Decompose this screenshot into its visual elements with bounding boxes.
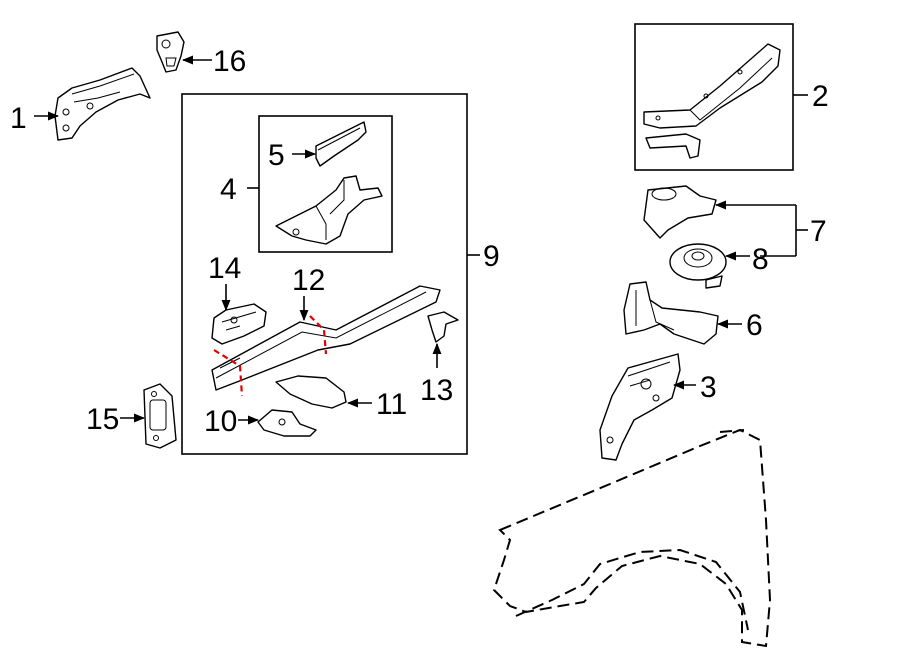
group-9-box bbox=[181, 93, 468, 455]
callout-2: 2 bbox=[812, 80, 829, 113]
callout-14: 14 bbox=[208, 252, 241, 285]
callout-8: 8 bbox=[752, 243, 769, 276]
part-6-apron bbox=[623, 281, 719, 345]
part-13-clip bbox=[427, 311, 459, 343]
callout-10: 10 bbox=[204, 405, 237, 438]
part-9-frame-rail bbox=[211, 285, 441, 391]
callout-16: 16 bbox=[213, 45, 246, 78]
callout-4: 4 bbox=[220, 173, 237, 206]
part-7-strut-tower bbox=[643, 185, 717, 239]
part-2-rail-section bbox=[643, 43, 781, 159]
part-16-bracket bbox=[156, 31, 185, 73]
callout-5: 5 bbox=[268, 139, 285, 172]
part-4-reinforcement bbox=[275, 175, 383, 245]
group-2-box bbox=[634, 23, 794, 171]
part-3-wheelhouse bbox=[599, 353, 681, 461]
cut-line-mid bbox=[309, 315, 328, 355]
callout-11: 11 bbox=[376, 388, 407, 421]
part-14-bracket bbox=[211, 303, 267, 345]
callout-3: 3 bbox=[700, 371, 717, 404]
callout-15: 15 bbox=[86, 403, 119, 436]
part-15-plate bbox=[143, 383, 177, 449]
fender-outline bbox=[492, 428, 772, 648]
part-8-strut-mount bbox=[669, 243, 727, 289]
part-10-plate bbox=[257, 409, 317, 437]
group-4-box bbox=[258, 115, 393, 253]
part-11-plate bbox=[275, 375, 347, 409]
callout-1: 1 bbox=[10, 102, 27, 135]
callout-7: 7 bbox=[810, 215, 827, 248]
callout-9: 9 bbox=[483, 240, 500, 273]
part-5-gusset bbox=[315, 121, 367, 167]
callout-13: 13 bbox=[420, 374, 453, 407]
callout-6: 6 bbox=[746, 309, 763, 342]
part-1-apron-bracket bbox=[54, 67, 151, 141]
cut-line-front bbox=[213, 349, 244, 397]
callout-12: 12 bbox=[292, 264, 325, 297]
